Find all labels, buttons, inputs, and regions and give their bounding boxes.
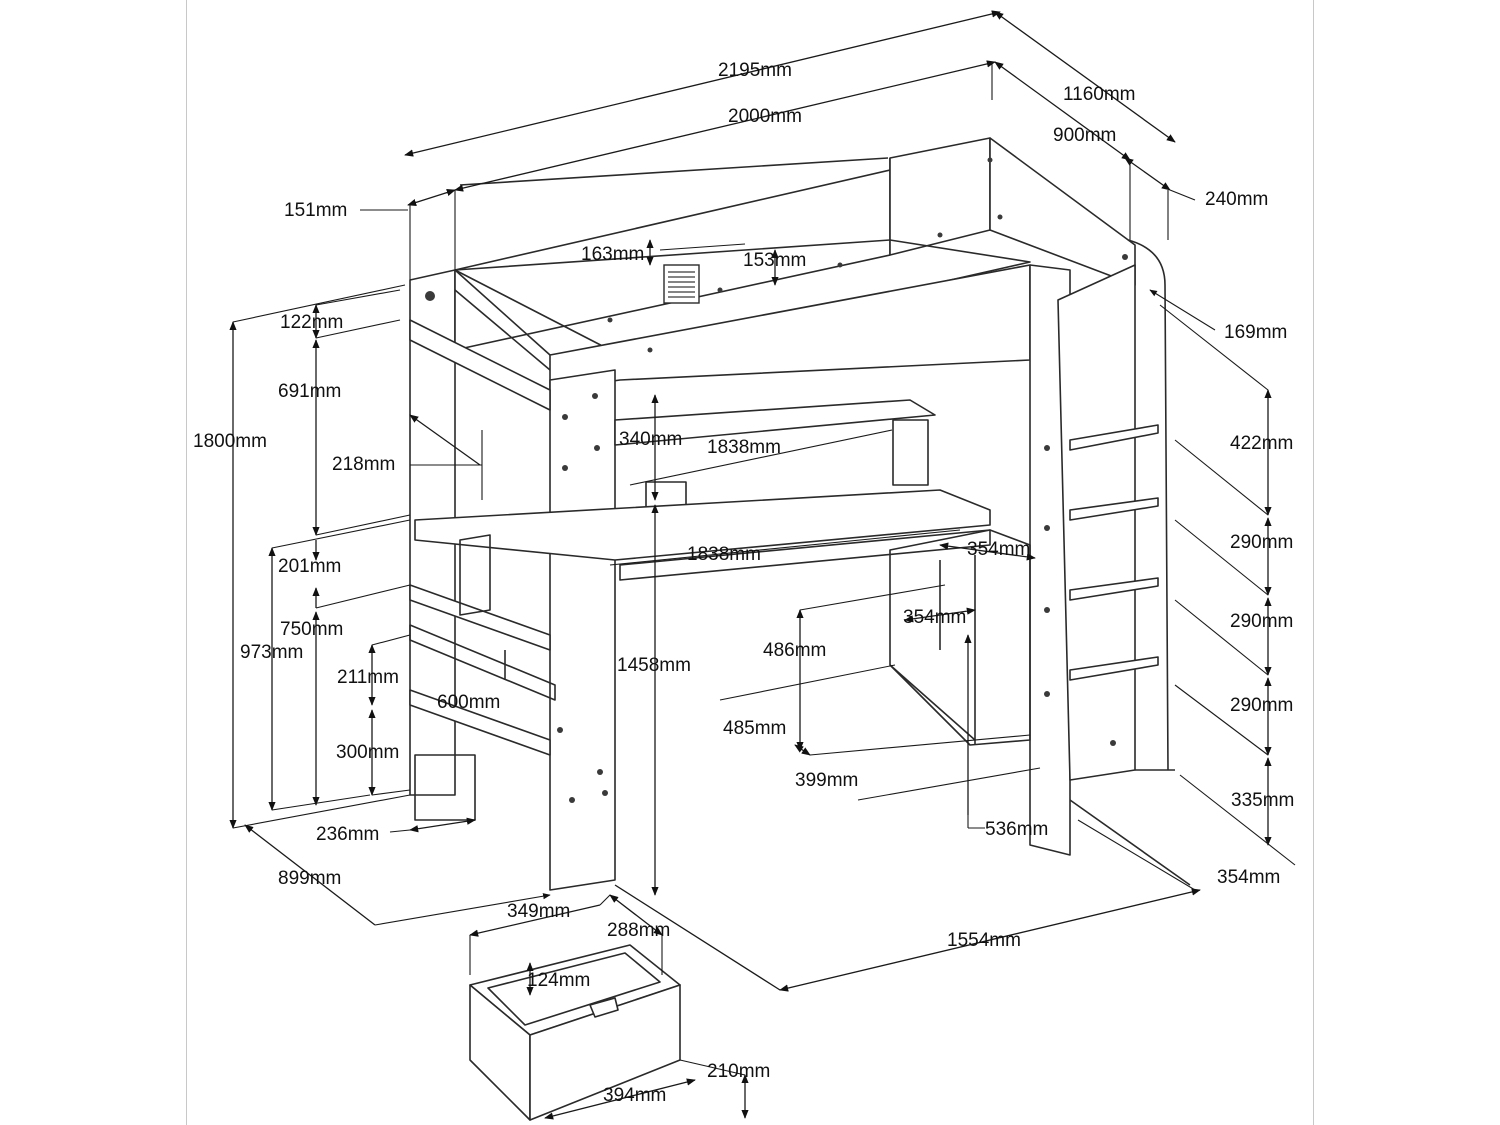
upper-shelf — [614, 399, 936, 446]
label-side-depth: 899mm — [278, 868, 341, 889]
label-post-width: 151mm — [284, 200, 347, 221]
small-cubby — [459, 534, 491, 616]
label-shelf-gap-small: 201mm — [278, 556, 341, 577]
label-upper-shelf-length: 1838mm — [707, 437, 781, 458]
drawer-inner — [487, 952, 661, 1026]
ladder-step-1 — [1069, 424, 1159, 451]
image-frame — [186, 0, 1314, 1125]
label-step-bottom: 335mm — [1231, 790, 1294, 811]
bed-frame — [409, 137, 1191, 891]
label-desk-side-b: 354mm — [903, 607, 966, 628]
upper-shelf-support — [892, 419, 929, 486]
label-guard-gap-b: 153mm — [743, 250, 806, 271]
label-foot-width: 236mm — [316, 824, 379, 845]
label-ladder-foot: 354mm — [1217, 867, 1280, 888]
label-cabinet-height: 486mm — [763, 640, 826, 661]
desk-top — [414, 489, 991, 561]
label-total-depth: 1160mm — [1063, 84, 1136, 105]
label-step-3: 290mm — [1230, 695, 1293, 716]
left-shelf-low — [409, 689, 551, 756]
label-desk-length: 1838mm — [687, 544, 761, 565]
ladder-step-4 — [1069, 656, 1159, 681]
label-shelf-depth: 218mm — [332, 454, 395, 475]
label-desk-side-a: 354mm — [967, 539, 1030, 560]
label-desk-height: 750mm — [280, 619, 343, 640]
mattress-platform — [454, 239, 1031, 356]
drawer-handle — [589, 997, 619, 1018]
label-cabinet-width: 485mm — [723, 718, 786, 739]
label-drawer-length: 288mm — [607, 920, 670, 941]
head-board — [989, 137, 1136, 286]
left-shelf-top — [409, 319, 551, 411]
ladder-side — [1057, 264, 1136, 781]
label-clearance-height: 1458mm — [617, 655, 691, 676]
label-overall-height: 1800mm — [193, 431, 267, 452]
label-drawer-inner: 124mm — [527, 970, 590, 991]
label-ladder-top: 169mm — [1224, 322, 1287, 343]
label-guard-gap-a: 163mm — [581, 244, 644, 265]
ladder-rail-curve — [1127, 239, 1169, 771]
label-drawer-width: 349mm — [507, 901, 570, 922]
dimension-labels: 2195mm 1160mm 2000mm 900mm 240mm 151mm 1… — [193, 60, 1294, 1106]
label-shelf-gap-top: 691mm — [278, 381, 341, 402]
label-drawer-front: 211mm — [337, 667, 399, 688]
label-cabinet-front: 536mm — [985, 819, 1048, 840]
label-desk-depth: 1554mm — [947, 930, 1021, 951]
label-mattress-width: 900mm — [1053, 125, 1116, 146]
ladder-step-3 — [1069, 577, 1159, 601]
label-bottom-shelf: 300mm — [336, 742, 399, 763]
label-ladder-depth: 240mm — [1205, 189, 1268, 210]
label-upper-shelf-height: 340mm — [619, 429, 682, 450]
label-cabinet-depth: 399mm — [795, 770, 858, 791]
dimension-lines — [229, 10, 1296, 1120]
label-low-height: 973mm — [240, 642, 303, 663]
ladder-step-2 — [1069, 497, 1159, 521]
label-mattress-length: 2000mm — [728, 106, 802, 127]
front-left-post — [549, 369, 616, 891]
label-drawer-height: 210mm — [707, 1061, 770, 1082]
label-total-length: 2195mm — [718, 60, 792, 81]
label-step-2: 290mm — [1230, 611, 1293, 632]
label-step-1: 290mm — [1230, 532, 1293, 553]
label-step-top: 422mm — [1230, 433, 1293, 454]
label-drawer-depth-side: 600mm — [437, 692, 500, 713]
desk-cabinet — [889, 529, 1031, 746]
label-drawer-base: 394mm — [603, 1085, 666, 1106]
left-shelf-mid — [409, 584, 551, 651]
label-top-rail: 122mm — [280, 312, 343, 333]
